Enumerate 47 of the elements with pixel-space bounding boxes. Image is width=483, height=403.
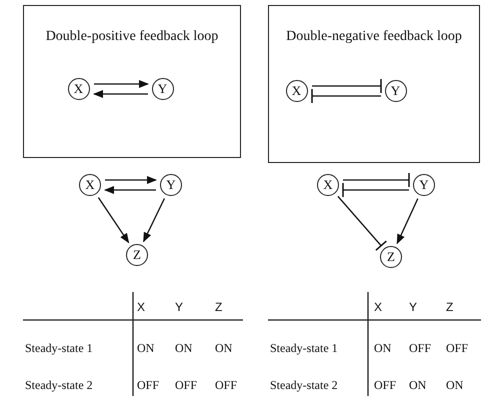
column-header: X bbox=[137, 300, 146, 314]
panel-title: Double-positive feedback loop bbox=[44, 28, 220, 45]
arrow bbox=[98, 197, 130, 244]
inhibition-line bbox=[337, 196, 388, 252]
row-label: Steady-state 2 bbox=[25, 378, 93, 392]
state-value: OFF bbox=[137, 378, 160, 392]
state-value: OFF bbox=[409, 341, 432, 355]
state-value: ON bbox=[374, 341, 392, 355]
inhibition-line bbox=[312, 78, 382, 94]
gene-node: X bbox=[79, 174, 101, 196]
arrow bbox=[396, 198, 418, 244]
state-value: ON bbox=[137, 341, 154, 355]
panel-box bbox=[23, 5, 241, 158]
gene-node: X bbox=[286, 80, 308, 102]
arrow bbox=[143, 198, 165, 242]
column-header: Y bbox=[409, 300, 418, 314]
state-value: ON bbox=[215, 341, 232, 355]
column-header: X bbox=[374, 300, 382, 314]
column-header: Z bbox=[446, 300, 454, 314]
inhibition-line bbox=[311, 88, 381, 104]
row-label: Steady-state 1 bbox=[270, 341, 338, 355]
state-value: OFF bbox=[215, 378, 238, 392]
arrow bbox=[105, 176, 157, 184]
gene-node: Z bbox=[380, 246, 402, 268]
state-value: ON bbox=[446, 378, 464, 392]
column-header: Z bbox=[215, 300, 222, 314]
gene-node: X bbox=[68, 78, 90, 100]
gene-node: X bbox=[317, 174, 339, 196]
row-label: Steady-state 2 bbox=[270, 378, 338, 392]
gene-node: Z bbox=[126, 244, 148, 266]
state-value: OFF bbox=[175, 378, 198, 392]
state-value: ON bbox=[409, 378, 426, 392]
panel-box bbox=[268, 5, 480, 163]
inhibition-line bbox=[343, 172, 410, 188]
panel-title: Double-negative feedback loop bbox=[285, 28, 463, 45]
gene-node: Y bbox=[152, 78, 174, 100]
gene-node: Y bbox=[413, 174, 435, 196]
gene-node: Y bbox=[384, 80, 406, 102]
row-label: Steady-state 1 bbox=[25, 341, 93, 355]
state-value: ON bbox=[175, 341, 192, 355]
arrow bbox=[104, 186, 156, 194]
state-value: OFF bbox=[374, 378, 396, 392]
inhibition-line bbox=[342, 182, 409, 198]
column-header: Y bbox=[175, 300, 184, 314]
arrow bbox=[94, 80, 149, 88]
gene-node: Y bbox=[160, 174, 182, 196]
state-value: OFF bbox=[446, 341, 468, 355]
